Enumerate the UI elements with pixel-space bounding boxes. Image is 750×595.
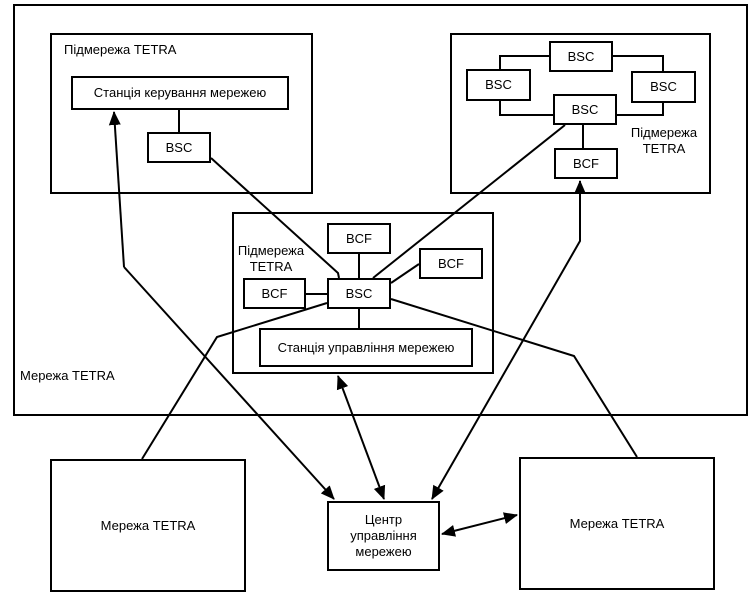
bcf-center-left[interactable]: BCF [243, 278, 306, 309]
bsc-label: BSC [345, 285, 373, 301]
bsc-top-right-right[interactable]: BSC [631, 71, 696, 103]
bsc-top-left[interactable]: BSC [147, 132, 211, 163]
control-center-line3: мережею [355, 544, 412, 559]
bsc-top-right-center[interactable]: BSC [553, 94, 617, 125]
bsc-label: BSC [485, 77, 512, 92]
bcf-label: BCF [573, 155, 599, 171]
subnet-center-label-line2: TETRA [249, 259, 293, 274]
subnet-top-left-label: Підмережа TETRA [64, 42, 177, 57]
subnet-top-right-label-line2: TETRA [642, 141, 686, 156]
subnet-center-label: Підмережа TETRA [235, 243, 307, 275]
bcf-top-right[interactable]: BCF [554, 148, 618, 179]
network-bottom-right-label: Мережа TETRA [569, 515, 665, 531]
bsc-center[interactable]: BSC [327, 278, 391, 309]
bsc-top-right-top[interactable]: BSC [549, 41, 613, 72]
network-bottom-right[interactable]: Мережа TETRA [519, 457, 715, 590]
bsc-label: BSC [571, 101, 599, 117]
bcf-label: BCF [438, 255, 464, 271]
arrow-control-center-network-bottom-right [441, 512, 518, 537]
bcf-label: BCF [261, 285, 288, 301]
network-control-center[interactable]: Центр управління мережею [327, 501, 440, 571]
network-management-station-label: Станція керування мережею [93, 85, 267, 100]
network-bottom-left[interactable]: Мережа TETRA [50, 459, 246, 592]
subnet-top-right-label-line1: Підмережа [630, 125, 698, 140]
network-management-station-center[interactable]: Станція управління мережею [259, 328, 473, 367]
control-center-line1: Центр [364, 512, 403, 527]
bcf-label: BCF [346, 230, 372, 246]
bsc-label: BSC [650, 79, 677, 94]
network-management-station-top-left[interactable]: Станція керування мережею [71, 76, 289, 110]
bsc-label: BSC [165, 139, 193, 155]
bcf-center-top[interactable]: BCF [327, 223, 391, 254]
subnet-center-label-line1: Підмережа [237, 243, 305, 258]
network-bottom-left-label: Мережа TETRA [100, 517, 196, 533]
outer-network-label: Мережа TETRA [20, 368, 115, 383]
subnet-top-right-label: Підмережа TETRA [628, 125, 700, 157]
bcf-center-right[interactable]: BCF [419, 248, 483, 279]
bsc-top-right-left[interactable]: BSC [466, 69, 531, 101]
subnet-top-left [50, 33, 313, 194]
control-center-line2: управління [350, 528, 417, 543]
bsc-label: BSC [567, 48, 595, 64]
network-management-station-label: Станція управління мережею [277, 339, 455, 355]
